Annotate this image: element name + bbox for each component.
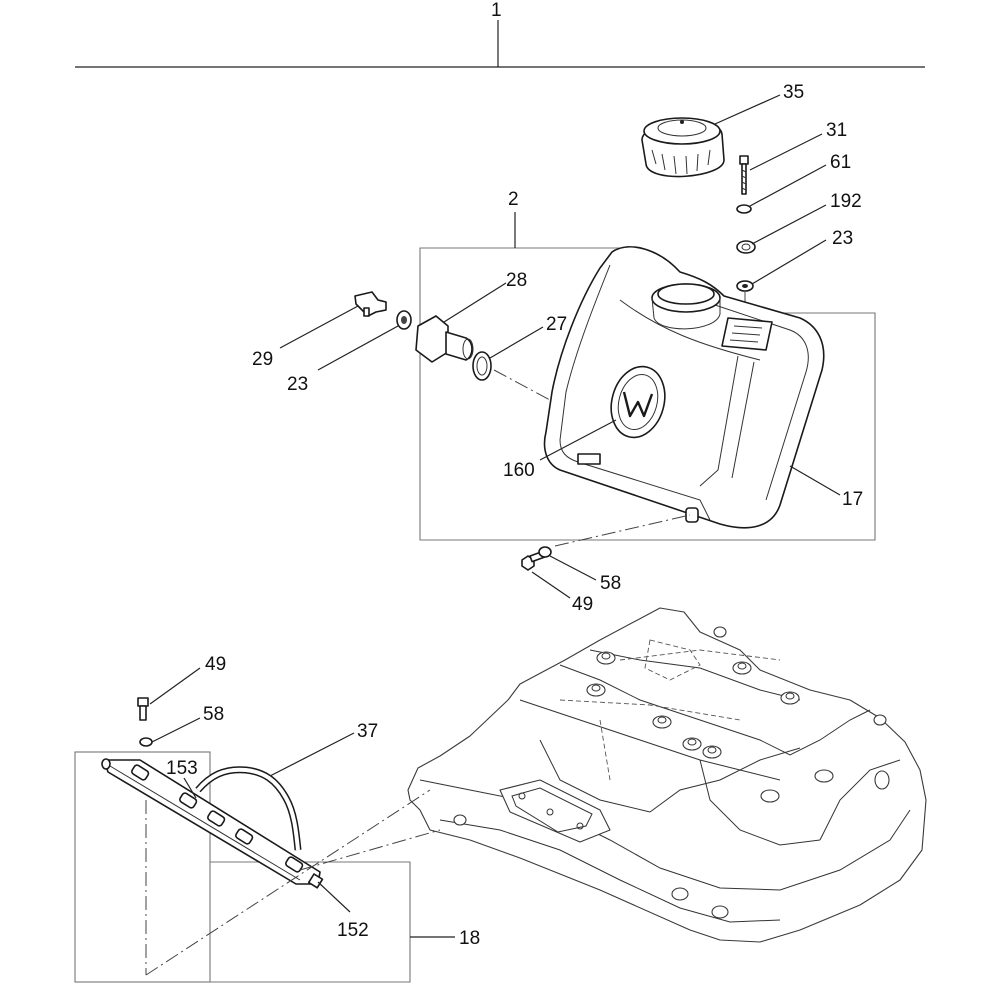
callout-192[interactable]: 192 (830, 191, 862, 212)
base-plate (407, 607, 927, 943)
fuel-line (195, 766, 302, 851)
fuel-rail (101, 758, 441, 976)
cap-fasteners (736, 155, 756, 312)
callout-23-cap[interactable]: 23 (832, 228, 853, 249)
callout-2[interactable]: 2 (508, 189, 519, 210)
callout-58-rail[interactable]: 58 (203, 704, 224, 725)
group-frames (74, 212, 876, 983)
outlet-fittings (354, 291, 551, 401)
wacker-w-logo-icon (610, 365, 666, 439)
rail-bolt (137, 697, 153, 747)
callout-152[interactable]: 152 (337, 920, 369, 941)
callout-28[interactable]: 28 (506, 270, 527, 291)
callout-31[interactable]: 31 (826, 120, 847, 141)
fuel-tank (543, 246, 825, 529)
callout-49-rail[interactable]: 49 (205, 654, 226, 675)
fuel-cap (641, 117, 725, 178)
callout-18[interactable]: 18 (459, 928, 480, 949)
callout-37[interactable]: 37 (357, 721, 378, 742)
tank-bolt (521, 514, 691, 571)
callout-27[interactable]: 27 (546, 314, 567, 335)
callout-49-tank[interactable]: 49 (572, 594, 593, 615)
callout-35[interactable]: 35 (783, 82, 804, 103)
callout-17[interactable]: 17 (842, 489, 863, 510)
callout-58-tank[interactable]: 58 (600, 573, 621, 594)
mount-studs (453, 626, 890, 919)
callout-23-fitting[interactable]: 23 (287, 374, 308, 395)
callout-labels: 35 31 61 192 23 2 28 29 23 27 160 17 58 … (166, 82, 863, 949)
assembly-header: 1 (75, 0, 925, 68)
callout-160[interactable]: 160 (503, 460, 535, 481)
leader-lines (149, 94, 841, 913)
callout-153[interactable]: 153 (166, 758, 198, 779)
callout-29[interactable]: 29 (252, 349, 273, 370)
callout-1[interactable]: 1 (491, 0, 502, 21)
callout-61[interactable]: 61 (830, 152, 851, 173)
